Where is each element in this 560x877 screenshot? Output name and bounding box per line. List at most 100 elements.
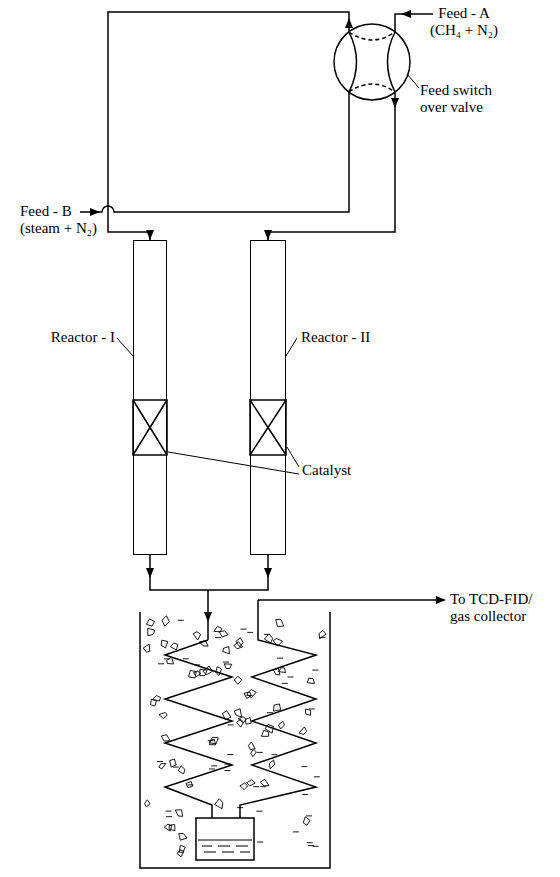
arrowhead [264, 230, 272, 240]
arrowhead [391, 98, 399, 108]
ice-piece [215, 799, 223, 809]
ice-piece [247, 632, 253, 633]
condenser-coil [165, 640, 232, 818]
liquid [202, 846, 250, 852]
ice-piece [271, 754, 277, 755]
ice-piece [247, 780, 256, 786]
ice-piece [237, 719, 244, 727]
ice-piece [306, 815, 312, 816]
switch-valve [334, 24, 410, 100]
callout-label: Feed switch over valve [420, 82, 516, 117]
ice-piece [293, 831, 299, 832]
leader-line [286, 338, 297, 356]
leader-line [117, 338, 133, 356]
leader-line [407, 74, 419, 88]
arrowhead [345, 18, 353, 28]
ice-piece [273, 639, 282, 647]
ice-piece [161, 640, 168, 648]
valve-passage-alt [349, 32, 395, 40]
arrowhead [436, 596, 446, 604]
ice-piece [260, 786, 266, 787]
leader-line [168, 452, 299, 474]
ice-piece [222, 711, 231, 720]
outlet-pipe [150, 555, 268, 640]
ice-piece [152, 696, 160, 702]
ice-piece [227, 754, 233, 755]
leader-line [287, 447, 299, 467]
catalyst-bed [133, 400, 167, 455]
ice-piece [309, 708, 315, 709]
ice-piece [267, 712, 273, 713]
ice-piece [215, 637, 221, 638]
ice-bath [140, 612, 330, 868]
ice-piece [162, 616, 169, 627]
ice-piece [257, 842, 263, 843]
outlet-label: To TCD-FID/ gas collector [450, 591, 550, 626]
ice-piece [177, 850, 184, 857]
ice-piece [169, 824, 175, 830]
ice-piece [303, 817, 310, 826]
ice-piece [260, 779, 269, 786]
catalyst-bed [133, 400, 167, 455]
ice-piece [143, 644, 150, 652]
ice-piece [265, 724, 273, 733]
reactor-label: Reactor - I [51, 329, 115, 346]
ice-piece [277, 658, 283, 659]
ice-piece [158, 663, 164, 664]
arrowhead [90, 208, 100, 216]
ice-piece [173, 767, 179, 768]
ice-piece [319, 637, 325, 638]
ice-piece [264, 634, 272, 643]
arrowhead [146, 230, 154, 240]
ice-piece [209, 769, 215, 770]
ice-piece [208, 740, 214, 741]
ice-piece [224, 770, 230, 771]
ice-piece [269, 760, 275, 769]
callout-label: Catalyst [302, 462, 351, 479]
liquid-level [198, 840, 252, 841]
reactor-label: Reactor - II [301, 329, 370, 346]
ice-piece [179, 833, 187, 840]
reactor-tube: Reactor - I [133, 240, 167, 555]
ice-piece [279, 721, 285, 729]
ice-piece [183, 658, 189, 659]
ice-piece [159, 713, 167, 719]
arrowhead [204, 612, 212, 622]
ice-piece [178, 620, 184, 621]
ice-piece [299, 727, 307, 735]
ice-piece [224, 664, 232, 669]
ice-piece [253, 786, 259, 787]
ice-piece [308, 845, 314, 846]
catalyst-bed [250, 400, 286, 455]
ice-piece [307, 678, 314, 683]
ice-piece [188, 784, 194, 785]
ice-piece [186, 782, 193, 788]
ice-piece [145, 800, 151, 807]
feed-label: Feed - A (CH₄ + N₂) [426, 5, 502, 40]
ice-piece [237, 807, 243, 808]
ice-piece [219, 631, 228, 637]
valve-passage [349, 32, 357, 92]
ice-piece [244, 692, 251, 698]
condenser-coil [240, 600, 316, 818]
feed-label: Feed - B (steam + N₂) [20, 203, 108, 238]
ice-piece [246, 718, 252, 725]
ice-piece [274, 704, 281, 711]
ice-piece [257, 752, 263, 753]
ice-piece [216, 667, 222, 676]
ice-piece [159, 764, 166, 769]
liquid-collector [196, 818, 254, 860]
ice-piece [223, 647, 230, 654]
ice-piece [248, 742, 255, 750]
ice-piece [282, 683, 288, 684]
reactor-tube: Reactor - II [250, 240, 286, 555]
ice-piece [261, 730, 268, 736]
ice-piece [234, 676, 242, 684]
ice-piece [189, 670, 197, 678]
arrowhead [264, 568, 272, 578]
ice-piece [193, 632, 201, 640]
ice-piece [302, 794, 308, 795]
ice-piece [166, 811, 172, 812]
ice-piece [314, 776, 320, 777]
